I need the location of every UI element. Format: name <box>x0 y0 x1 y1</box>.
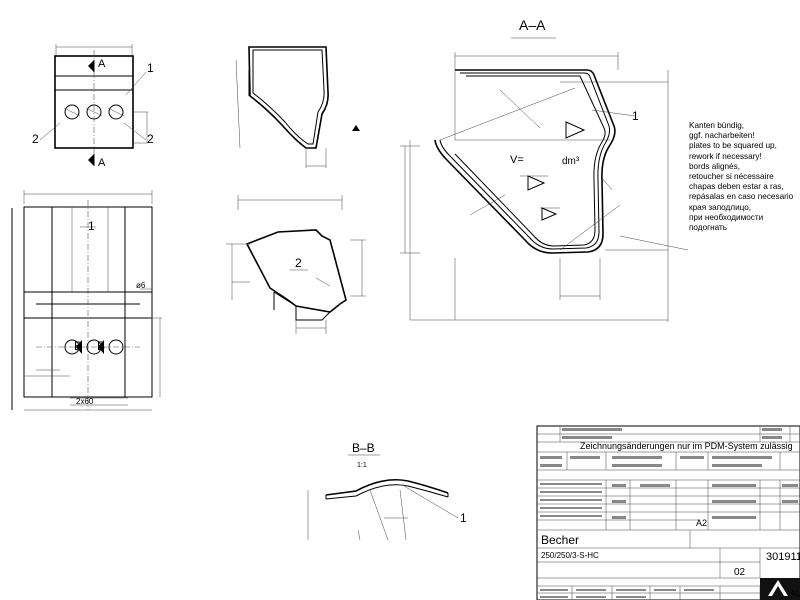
part-code: 250/250/3-S-HC <box>541 551 599 560</box>
hole-spacing-label: 2x60 <box>76 397 94 406</box>
cut-label-b-right: B <box>97 339 105 353</box>
note-line: retoucher si nécessaire <box>689 172 774 182</box>
note-line: plates to be squared up, <box>689 141 777 151</box>
section-b-b-scale: 1:1 <box>357 462 367 469</box>
note-line: при необходимости <box>689 212 764 222</box>
part-marker-1-top: 1 <box>147 61 154 75</box>
part-marker-1-section: 1 <box>632 109 639 123</box>
cut-label-a-bottom: A <box>98 157 106 169</box>
plate-view-part-1 <box>11 190 162 411</box>
note-line: ggf. nacharbeiten! <box>689 131 755 141</box>
section-b-b-view <box>307 454 459 541</box>
volume-unit-label: dm³ <box>562 156 580 167</box>
part-marker-2-plate: 2 <box>295 256 302 270</box>
part-marker-1-plate: 1 <box>88 219 95 233</box>
note-line: rework if necessary! <box>689 151 762 161</box>
side-profile-view <box>235 46 329 168</box>
part-marker-1-b: 1 <box>460 511 467 525</box>
logo-text: AUMUND <box>790 589 800 598</box>
plate-view-part-2 <box>226 195 366 334</box>
note-line: края заподлицо, <box>689 202 752 212</box>
drawing-number: 3019112 <box>766 551 800 563</box>
hole-dia-label: ø6 <box>136 281 146 290</box>
section-b-b-title: B–B <box>352 441 375 455</box>
note-line: подогнать <box>689 223 728 233</box>
note-line: repásalas en caso necesario <box>689 192 794 202</box>
section-a-a-view <box>352 37 689 322</box>
volume-v-label: V= <box>510 154 524 166</box>
part-marker-2-right: 2 <box>147 132 154 146</box>
note-line: bords alignés, <box>689 161 740 171</box>
edge-note: Kanten bündig, ggf. nacharbeiten! plates… <box>689 121 800 233</box>
part-marker-2-left: 2 <box>32 132 39 146</box>
title-block <box>536 425 800 600</box>
note-line: Kanten bündig, <box>689 121 745 130</box>
section-a-a-title: A–A <box>519 17 546 33</box>
note-line: chapas deben estar a ras, <box>689 182 784 192</box>
revision-notice: Zeichnungsänderungen nur im PDM-System z… <box>580 441 793 451</box>
part-name: Becher <box>541 533 579 547</box>
cut-label-b-left: B <box>74 339 82 353</box>
paper-size: A2 <box>696 518 707 528</box>
front-view-top <box>39 44 148 166</box>
revision-number: 02 <box>734 567 746 578</box>
cut-label-a-top: A <box>98 58 106 70</box>
